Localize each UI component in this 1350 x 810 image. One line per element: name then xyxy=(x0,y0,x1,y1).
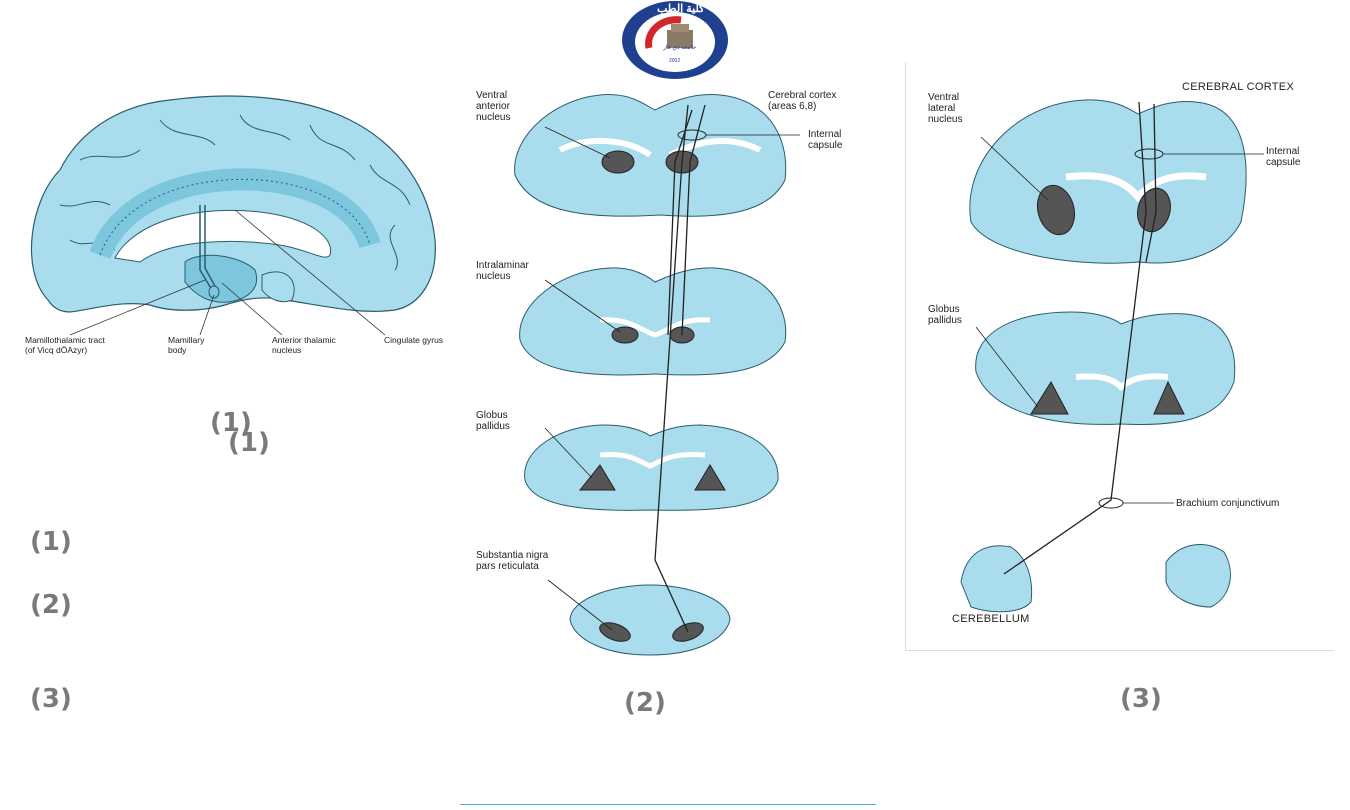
figure-3: CEREBRAL CORTEX Ventral lateral nucleus … xyxy=(905,62,1334,651)
figure-1-caption-duplicate: (1) xyxy=(228,428,270,458)
label-cerebellum: CEREBELLUM xyxy=(952,613,1030,625)
label-internal-capsule-3: Internal capsule xyxy=(1266,146,1301,168)
side-number-3: (3) xyxy=(30,684,72,714)
label-globus-pallidus: Globus pallidus xyxy=(476,410,510,432)
label-mamillary-body: Mamillary body xyxy=(168,335,205,355)
label-anterior-thalamic-nucleus: Anterior thalamic nucleus xyxy=(272,335,336,355)
label-ventral-lateral-nucleus: Ventral lateral nucleus xyxy=(928,92,963,125)
label-internal-capsule: Internal capsule xyxy=(808,129,843,151)
label-substantia-nigra: Substantia nigra pars reticulata xyxy=(476,550,549,572)
label-brachium-conjunctivum: Brachium conjunctivum xyxy=(1176,498,1280,509)
logo-year: 2002 xyxy=(669,58,681,64)
label-mamillothalamic-tract: Mamillothalamic tract (of Vicq dÖAzyr) xyxy=(25,335,105,355)
logo-arabic-top: كلية الطب xyxy=(657,3,705,15)
label-globus-pallidus-3: Globus pallidus xyxy=(928,304,962,326)
figure-1-caption: (1) xyxy=(210,408,252,438)
figure-2: Ventral anterior nucleus Cerebral cortex… xyxy=(470,80,870,660)
figure-2-caption: (2) xyxy=(624,688,666,718)
label-intralaminar-nucleus: Intralaminar nucleus xyxy=(476,260,529,282)
logo-arabic-mid: جامعة ذي قار xyxy=(663,45,697,51)
figure-1: Mamillothalamic tract (of Vicq dÖAzyr) M… xyxy=(0,0,460,470)
label-cingulate-gyrus: Cingulate gyrus xyxy=(384,335,444,345)
medial-brain-illustration xyxy=(30,95,436,336)
footer-divider xyxy=(460,804,876,805)
side-number-2: (2) xyxy=(30,590,72,620)
cerebellar-pathway-illustration xyxy=(960,99,1264,613)
label-ventral-anterior-nucleus: Ventral anterior nucleus xyxy=(476,90,511,123)
side-number-1: (1) xyxy=(30,527,72,557)
college-logo: كلية الطب جامعة ذي قار 2002 xyxy=(619,0,731,80)
basal-ganglia-pathway-illustration xyxy=(514,94,800,656)
figure-3-caption: (3) xyxy=(1120,684,1162,714)
label-cerebral-cortex-caps: CEREBRAL CORTEX xyxy=(1182,81,1295,93)
logo-emblem-icon xyxy=(622,1,728,79)
label-cerebral-cortex-areas: Cerebral cortex (areas 6,8) xyxy=(768,90,837,112)
